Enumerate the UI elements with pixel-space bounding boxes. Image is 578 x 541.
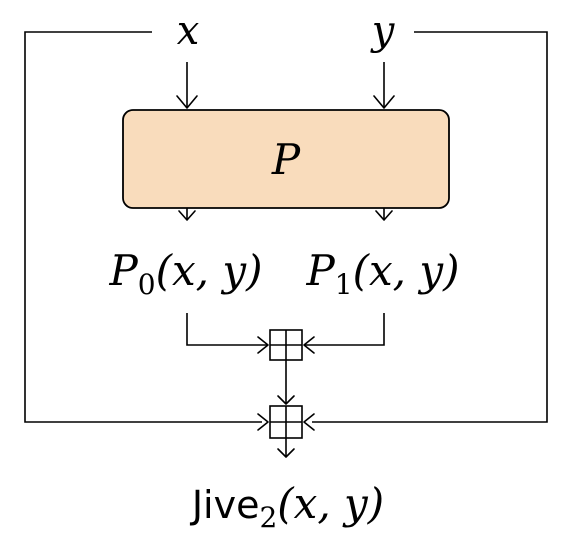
permutation-block-label: P [271,135,301,184]
right-output-to-xor-arrow-head [303,336,315,354]
output-left-arrow-head [178,210,196,221]
input-y-arrow-head [373,95,395,109]
xor-square-icon [269,405,303,439]
input-y-label: y [370,8,396,54]
feed-forward-y-line [312,31,548,423]
left-output-to-xor-line [186,313,268,346]
xor-square-icon [269,329,303,361]
right-output-to-xor-line [304,313,385,346]
output-right-label: P1(x, y) [306,246,460,301]
output-right-arrow-head [375,210,393,221]
feed-forward-y-arrow-head [303,413,315,431]
permutation-block [122,109,450,209]
input-x-arrow-head [176,95,198,109]
xor-to-xor-arrow-head [277,395,295,405]
output-left-label: P0(x, y) [109,246,263,301]
left-output-to-xor-arrow-head [257,336,269,354]
result-arrow-head [277,448,295,458]
result-label: Jive2(x, y) [190,479,384,534]
feed-forward-x-line [24,31,262,423]
input-x-label: x [177,8,200,54]
feed-forward-x-arrow-head [257,413,269,431]
